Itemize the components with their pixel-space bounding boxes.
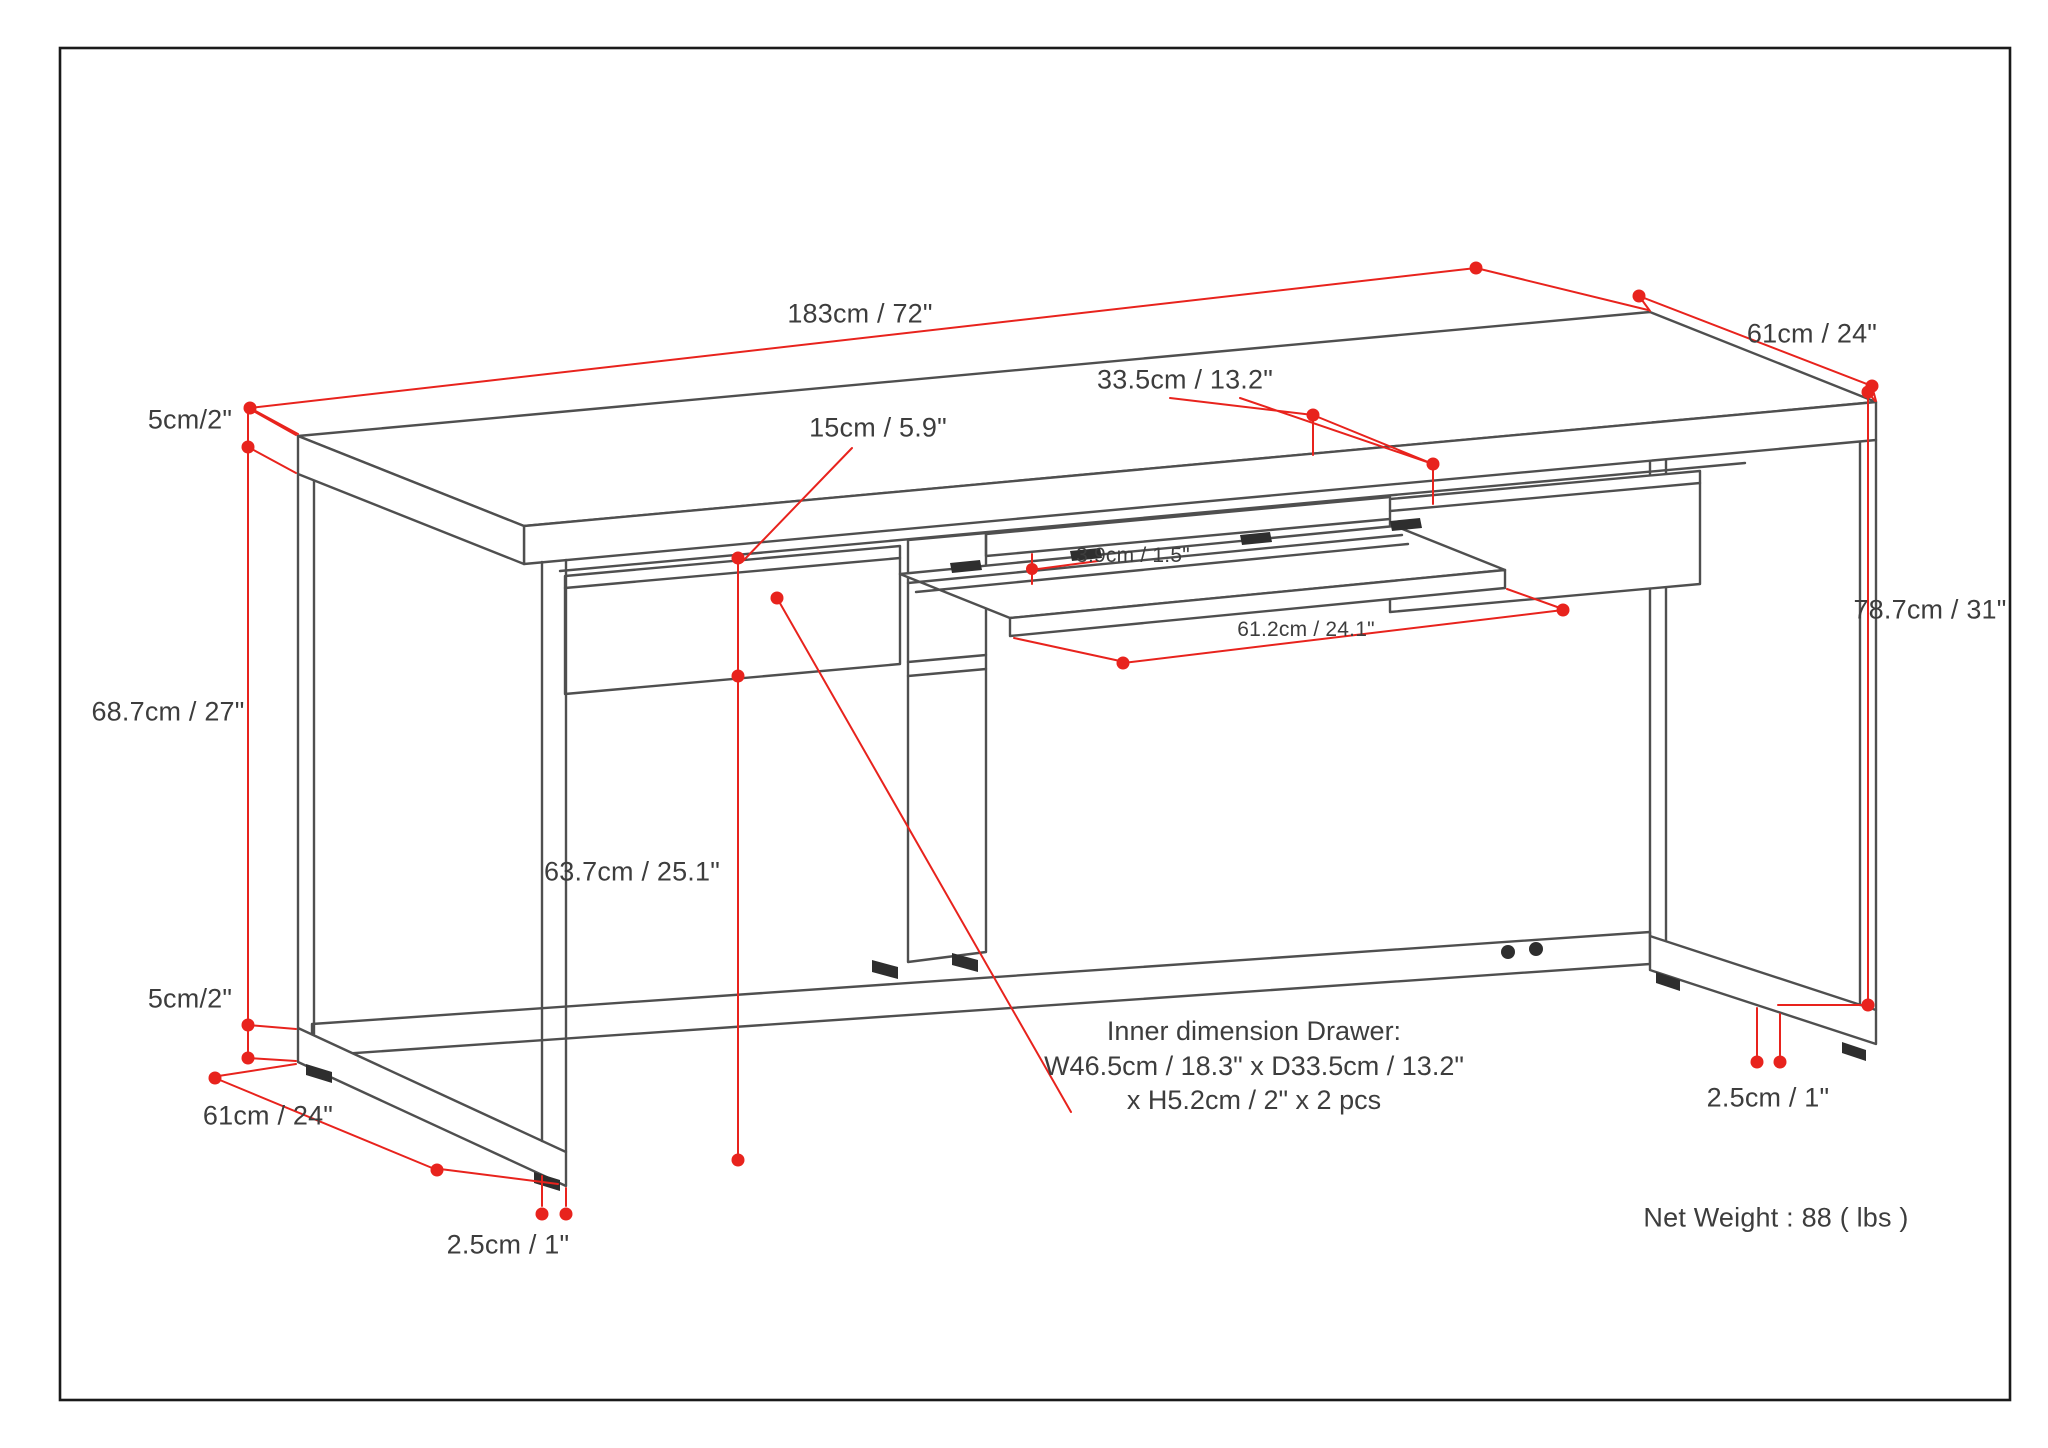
dim-base-depth-line xyxy=(208,1063,559,1185)
inner-drawer-note-line2: W46.5cm / 18.3" x D33.5cm / 13.2" xyxy=(1044,1050,1464,1081)
dim-left-leg-width-line xyxy=(535,1175,573,1221)
underside-height-label: 68.7cm / 27" xyxy=(91,696,245,727)
dim-right-leg-width-line xyxy=(1750,1007,1787,1069)
drawer-height-label: 15cm / 5.9" xyxy=(809,412,947,443)
dim-underside-height-line xyxy=(241,446,255,1032)
dim-tray-thickness-line xyxy=(1026,553,1099,585)
drawer-depth-label: 33.5cm / 13.2" xyxy=(1097,364,1273,395)
dim-overall-height-line xyxy=(1777,385,1876,1012)
desk-top xyxy=(296,310,1878,566)
keyboard-tray xyxy=(898,518,1507,638)
foot-glide xyxy=(306,1064,560,1191)
drawer-clearance-label: 63.7cm / 25.1" xyxy=(544,856,720,887)
tray-bay-opening xyxy=(984,495,1392,558)
dim-tray-width-line xyxy=(1013,588,1570,670)
apron-rail xyxy=(558,461,1747,573)
dim-base-rail-height-line xyxy=(241,1024,297,1065)
dimension-lines xyxy=(208,261,1879,1221)
dim-drawer-depth-line xyxy=(1169,397,1440,505)
left-drawer xyxy=(563,544,902,696)
page-border xyxy=(58,46,2012,1402)
tray-thickness-label: 3.9cm / 1.5" xyxy=(1076,544,1190,567)
inner-drawer-note-leader xyxy=(770,591,1072,1113)
cable-hole xyxy=(1501,945,1515,959)
inner-drawer-note: Inner dimension Drawer: W46.5cm / 18.3" … xyxy=(1044,1014,1464,1118)
dim-drawer-height-line xyxy=(731,447,853,677)
cable-hole xyxy=(1529,942,1543,956)
top-depth-label: 61cm / 24" xyxy=(1746,318,1878,349)
desk-drawing xyxy=(296,310,1878,1191)
overall-height-label: 78.7cm / 31" xyxy=(1853,594,2007,625)
base-depth-label: 61cm / 24" xyxy=(202,1100,334,1131)
top-thickness-label: 5cm/2" xyxy=(147,404,233,435)
right-leg-frame xyxy=(1648,438,1878,1061)
dim-top-width-line xyxy=(243,261,1649,435)
dim-drawer-clearance-line xyxy=(731,669,745,1167)
inner-drawer-note-line1: Inner dimension Drawer: xyxy=(1106,1016,1402,1047)
top-width-label: 183cm / 72" xyxy=(787,298,933,329)
left-back-leg xyxy=(296,471,316,1036)
left-leg-frame xyxy=(296,558,568,1191)
foot-glide xyxy=(1656,972,1866,1061)
inner-drawer-note-line3: x H5.2cm / 2" x 2 pcs xyxy=(1126,1085,1382,1116)
tray-width-label: 61.2cm / 24.1" xyxy=(1237,618,1375,641)
right-leg-width-label: 2.5cm / 1" xyxy=(1706,1082,1830,1113)
net-weight-label: Net Weight : 88 ( lbs ) xyxy=(1643,1202,1909,1233)
left-leg-width-label: 2.5cm / 1" xyxy=(446,1229,570,1260)
base-rail-height-label: 5cm/2" xyxy=(147,983,233,1014)
